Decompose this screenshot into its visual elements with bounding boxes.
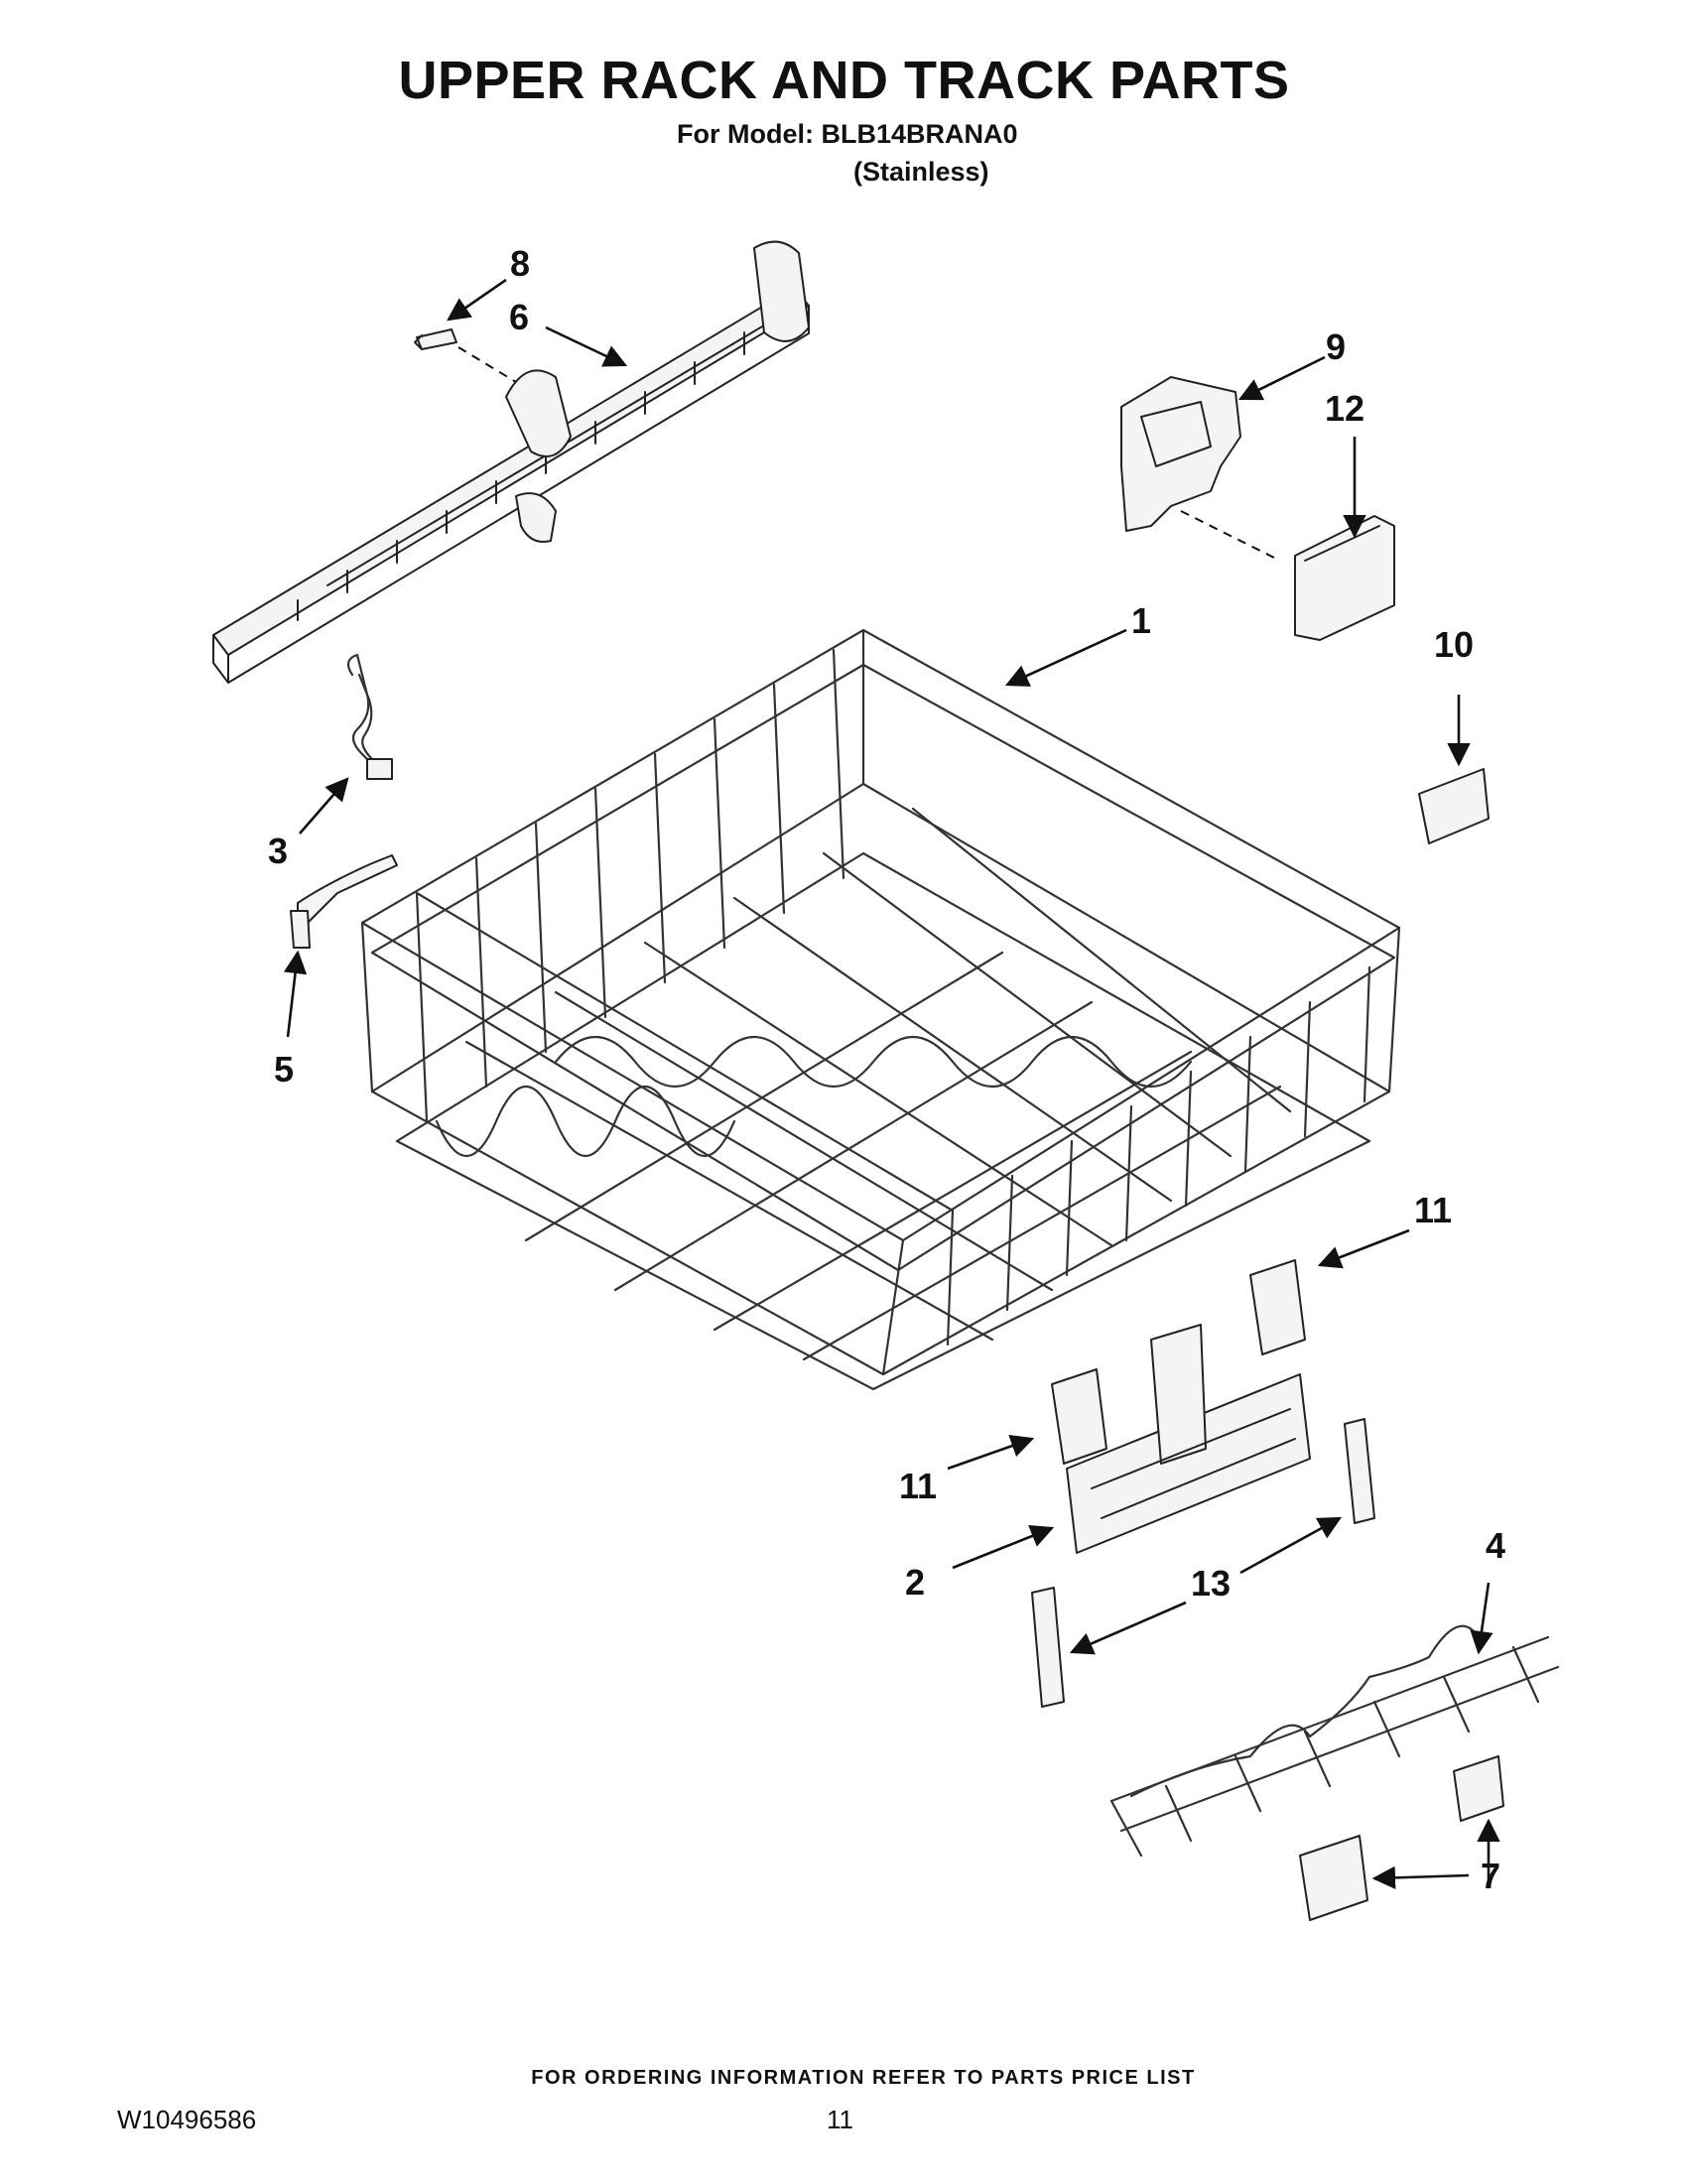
screw-alignment-line <box>457 346 517 383</box>
rack-stop-7-upper <box>1453 1755 1504 1822</box>
callout-13: 13 <box>1191 1563 1231 1604</box>
track-rail-part <box>212 240 810 684</box>
rack-clip-11-lower <box>1051 1368 1107 1465</box>
callout-12: 12 <box>1325 388 1364 429</box>
callout-4: 4 <box>1486 1525 1505 1566</box>
callout-11-upper: 11 <box>1414 1190 1452 1230</box>
small-clip-part <box>1418 768 1490 844</box>
page-number: 11 <box>827 2105 853 2134</box>
bracket-part <box>1120 376 1241 532</box>
callout-1: 1 <box>1131 600 1151 641</box>
variant-line: (Stainless) <box>853 157 989 187</box>
cover-part <box>1294 515 1395 641</box>
adjuster-part <box>1066 1324 1311 1554</box>
callout-10: 10 <box>1434 624 1474 665</box>
document-number: W10496586 <box>117 2105 257 2134</box>
rack-wire-part <box>1109 1624 1560 1858</box>
callout-11-lower: 11 <box>899 1466 937 1506</box>
screw-part <box>414 328 457 350</box>
callout-2: 2 <box>905 1562 925 1603</box>
rack-stop-7-lower <box>1299 1835 1368 1921</box>
bracket-alignment-line <box>1180 510 1281 562</box>
callout-arrows <box>283 278 1500 1890</box>
callout-8: 8 <box>510 243 530 284</box>
model-line: For Model: BLB14BRANA0 <box>677 119 1018 149</box>
rack-clip-part <box>290 854 398 949</box>
wire-clip-part <box>346 653 393 780</box>
callout-5: 5 <box>274 1049 294 1090</box>
page-title: UPPER RACK AND TRACK PARTS <box>398 51 1290 110</box>
actuator-13-left <box>1031 1587 1065 1708</box>
actuator-13-right <box>1344 1418 1375 1524</box>
ordering-info-note: FOR ORDERING INFORMATION REFER TO PARTS … <box>531 2067 1196 2089</box>
callout-9: 9 <box>1326 326 1346 367</box>
callout-7: 7 <box>1481 1856 1500 1896</box>
callout-6: 6 <box>509 297 529 337</box>
callout-3: 3 <box>268 831 288 871</box>
upper-rack-part <box>360 628 1401 1391</box>
rack-clip-11-upper <box>1249 1259 1306 1355</box>
